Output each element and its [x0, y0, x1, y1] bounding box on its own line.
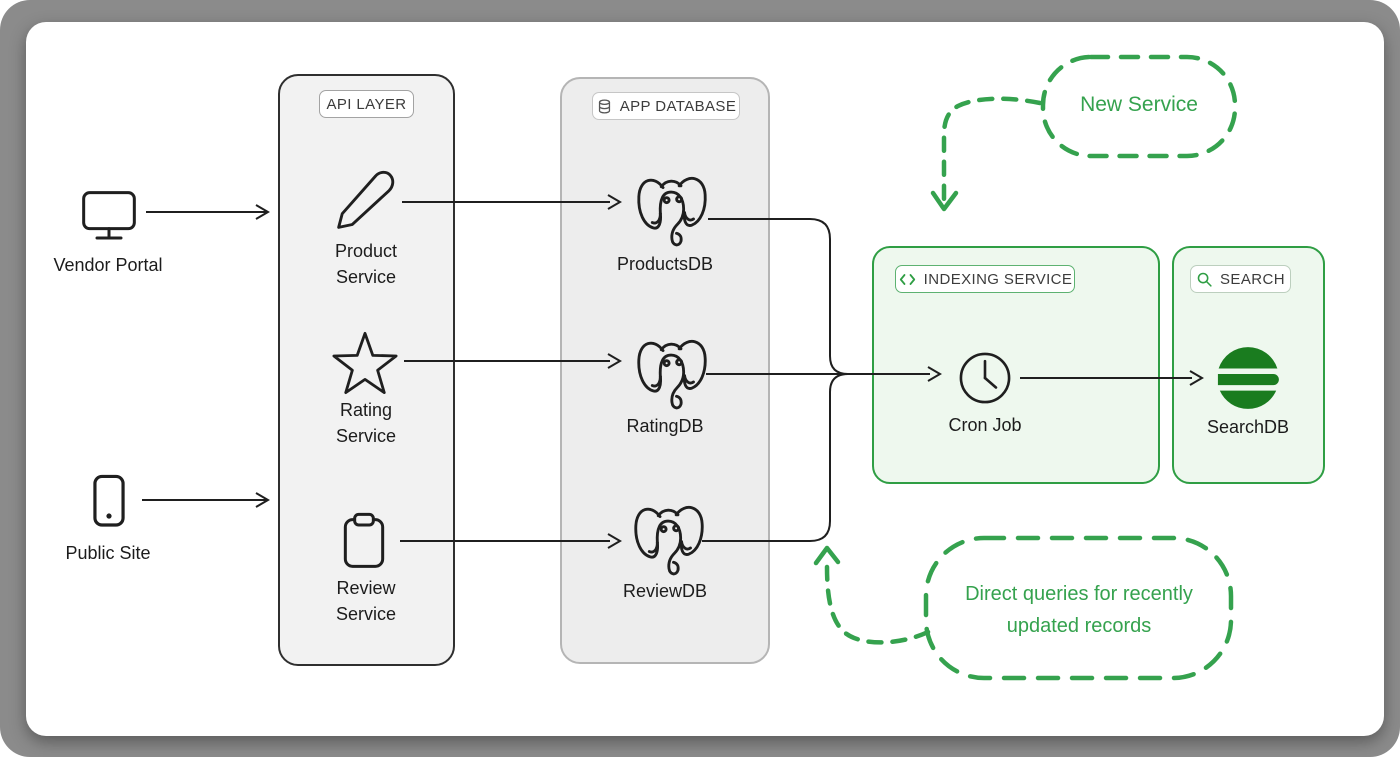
postgresql-elephant-icon [629, 169, 715, 251]
clipboard-icon [332, 506, 396, 576]
vendor-portal-label: Vendor Portal [53, 255, 163, 275]
api-layer-title: API LAYER [326, 95, 407, 113]
indexing-service-title: INDEXING SERVICE [923, 270, 1073, 288]
product-service-label: Product Service [334, 241, 398, 287]
api-layer-badge: API LAYER [319, 90, 414, 118]
monitor-icon [77, 186, 141, 246]
productsdb-label: ProductsDB [616, 254, 714, 274]
star-icon [326, 324, 404, 402]
pencil-icon [330, 164, 402, 236]
smartphone-icon [86, 471, 132, 533]
postgresql-elephant-icon [629, 332, 715, 414]
direct-queries-annotation: Direct queries for recently updated reco… [965, 583, 1193, 637]
searchdb-label: SearchDB [1206, 417, 1290, 437]
search-icon [1197, 272, 1212, 287]
elasticsearch-icon [1210, 340, 1286, 416]
search-badge: SEARCH [1190, 265, 1291, 293]
public-site-label: Public Site [65, 543, 151, 563]
indexing-service-badge: INDEXING SERVICE [895, 265, 1075, 293]
rating-service-label: Rating Service [335, 400, 397, 446]
new-service-annotation: New Service [1080, 93, 1198, 116]
clock-icon [950, 343, 1020, 413]
search-title: SEARCH [1220, 270, 1285, 288]
review-service-label: Review Service [335, 578, 397, 624]
app-database-badge: APP DATABASE [592, 92, 740, 120]
code-icon [899, 273, 915, 285]
postgresql-elephant-icon [626, 498, 712, 580]
cron-job-label: Cron Job [948, 415, 1022, 435]
database-icon [598, 98, 610, 113]
reviewdb-label: ReviewDB [622, 581, 708, 601]
app-database-title: APP DATABASE [619, 97, 737, 115]
ratingdb-label: RatingDB [626, 416, 704, 436]
